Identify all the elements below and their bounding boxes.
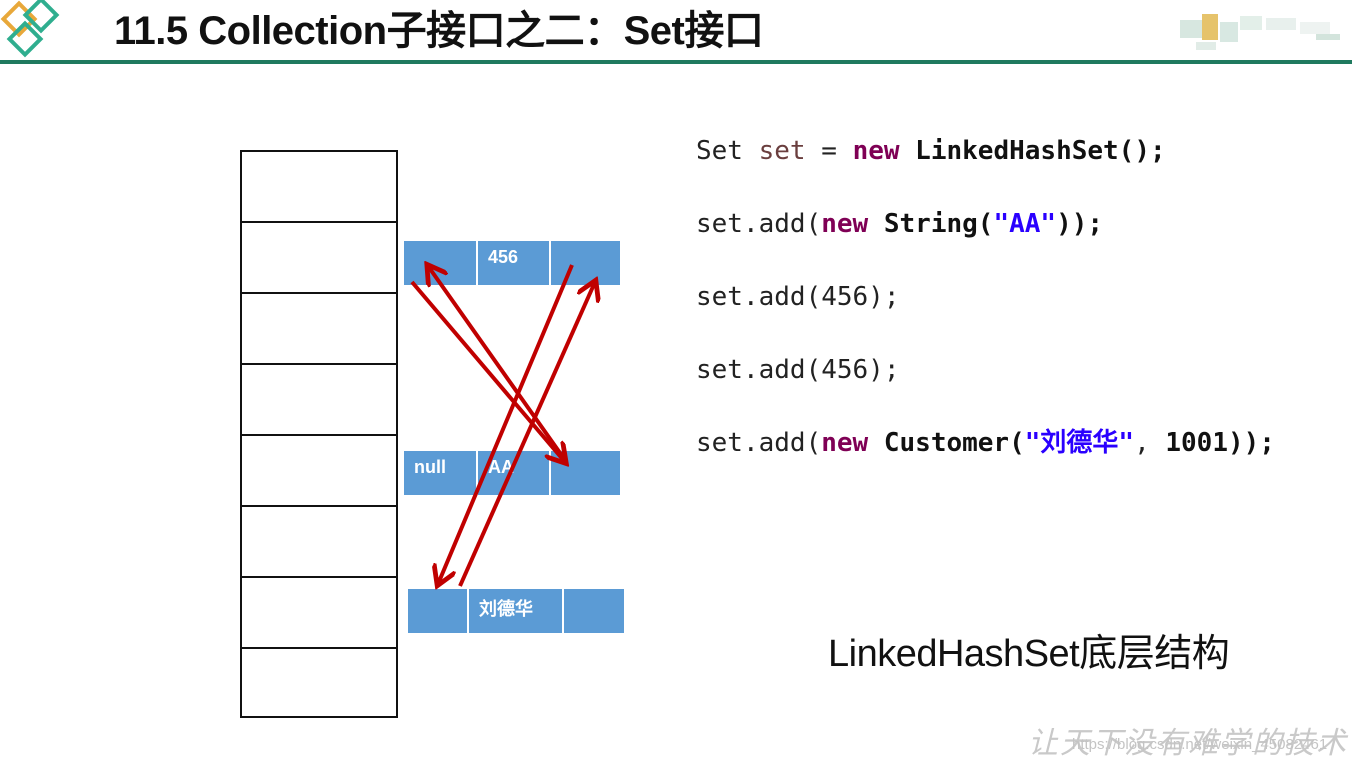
array-slot: [240, 576, 398, 647]
code-block: Set set = new LinkedHashSet(); set.add(n…: [696, 96, 1275, 499]
node-prev-pointer: [404, 241, 476, 285]
page-title: 11.5 Collection子接口之二：Set接口: [114, 9, 764, 53]
array-slot: [240, 505, 398, 576]
node-next-pointer: [562, 589, 624, 633]
node-aa: null AA: [404, 451, 620, 495]
hash-table-array: [240, 150, 398, 718]
watermark-url: https://blog.csdn.net/weixin_45082461: [1072, 736, 1328, 753]
node-next-pointer: [549, 451, 620, 495]
array-slot: [240, 221, 398, 292]
diagram-caption: LinkedHashSet底层结构: [828, 633, 1230, 675]
array-slot: [240, 363, 398, 434]
node-liudehua: 刘德华: [408, 589, 624, 633]
arrow-456-next-to-liudehua: [438, 264, 574, 584]
array-slot: [240, 150, 398, 221]
code-line-2: set.add(new String("AA"));: [696, 208, 1104, 239]
arrow-456-prev-to-aa: [410, 280, 565, 462]
code-line-4: set.add(456);: [696, 355, 900, 386]
node-value: 刘德华: [467, 589, 562, 633]
node-prev-pointer: [408, 589, 467, 633]
array-slot: [240, 647, 398, 718]
node-value: AA: [476, 451, 549, 495]
node-value: 456: [476, 241, 549, 285]
array-slot: [240, 292, 398, 363]
corner-decoration-icon: [1180, 14, 1340, 50]
array-slot: [240, 434, 398, 505]
node-456: 456: [404, 241, 620, 285]
title-divider: [0, 60, 1352, 64]
arrow-aa-next-to-456: [428, 266, 567, 462]
code-line-1: Set set = new LinkedHashSet();: [696, 135, 1166, 166]
code-line-3: set.add(456);: [696, 281, 900, 312]
watermark-slogan: 让天下没有难学的技术: [1028, 726, 1348, 761]
arrow-liudehua-prev-to-456: [458, 282, 595, 587]
node-prev-pointer: null: [404, 451, 476, 495]
code-line-5: set.add(new Customer("刘德华", 1001));: [696, 428, 1275, 459]
node-next-pointer: [549, 241, 620, 285]
logo-diamonds-icon: [0, 0, 60, 58]
